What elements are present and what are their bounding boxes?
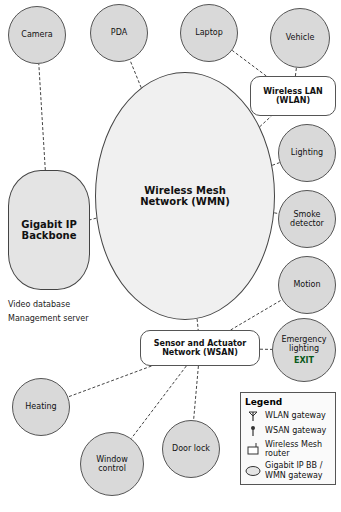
wireless-link bbox=[260, 116, 272, 127]
legend-title: Legend bbox=[245, 397, 331, 407]
wireless-link bbox=[68, 366, 151, 397]
legend-text: Wireless Mesh router bbox=[265, 440, 331, 458]
node-label: Window control bbox=[87, 455, 137, 473]
legend-text: WSAN gateway bbox=[265, 426, 326, 435]
device-circle: Vehicle bbox=[270, 8, 330, 68]
node-label: Motion bbox=[293, 280, 320, 289]
node-label: Camera bbox=[21, 30, 52, 39]
node-label: Heating bbox=[25, 402, 56, 411]
node-label: PDA bbox=[111, 28, 127, 37]
node-label: Door lock bbox=[172, 444, 210, 453]
wireless-link bbox=[232, 50, 266, 76]
wireless-link bbox=[231, 300, 282, 330]
device-circle: Motion bbox=[278, 256, 336, 314]
wlan-box: Wireless LAN (WLAN) bbox=[250, 76, 336, 116]
server-label: Video database bbox=[8, 300, 70, 309]
wireless-link bbox=[272, 163, 279, 166]
legend-symbol bbox=[245, 410, 261, 422]
legend-symbol bbox=[245, 443, 261, 455]
legend-symbol bbox=[245, 465, 261, 477]
node-label: Gigabit IP Backbone bbox=[17, 219, 81, 242]
wireless-link bbox=[39, 64, 46, 170]
device-circle: Heating bbox=[12, 378, 70, 436]
device-circle: Camera bbox=[8, 6, 66, 64]
wsan-box: Sensor and Actuator Network (WSAN) bbox=[140, 330, 260, 366]
node-label: Wireless LAN (WLAN) bbox=[256, 87, 330, 105]
node-label: Sensor and Actuator Network (WSAN) bbox=[146, 339, 254, 357]
legend-text: Gigabit IP BB / WMN gateway bbox=[265, 461, 331, 479]
device-circle: Smoke detector bbox=[278, 190, 336, 248]
device-circle: Window control bbox=[80, 432, 144, 496]
node-label: Laptop bbox=[195, 28, 223, 37]
legend-row: Wireless Mesh router bbox=[245, 440, 331, 458]
wireless-link bbox=[90, 218, 96, 220]
legend-text: WLAN gateway bbox=[265, 411, 326, 420]
server-label: Management server bbox=[8, 314, 89, 323]
backbone-cloud: Gigabit IP Backbone bbox=[8, 170, 90, 290]
legend-row: Gigabit IP BB / WMN gateway bbox=[245, 461, 331, 479]
node-label: Smoke detector bbox=[285, 210, 329, 228]
device-circle: Laptop bbox=[180, 4, 238, 62]
wireless-link bbox=[194, 366, 199, 420]
node-label: Vehicle bbox=[286, 33, 315, 42]
legend-row: WSAN gateway bbox=[245, 425, 331, 437]
wireless-link bbox=[260, 349, 272, 350]
node-label: Wireless Mesh Network (WMN) bbox=[138, 184, 232, 209]
mesh-network-region: Wireless Mesh Network (WMN) bbox=[95, 72, 275, 320]
node-label: Lighting bbox=[291, 148, 323, 157]
device-circle: Door lock bbox=[162, 420, 220, 478]
wireless-link bbox=[130, 60, 141, 88]
wireless-link bbox=[197, 319, 198, 330]
legend-row: WLAN gateway bbox=[245, 410, 331, 422]
sign-text: EXIT bbox=[294, 356, 314, 365]
device-circle: Emergency lightingEXIT bbox=[272, 318, 336, 382]
legend-box: LegendWLAN gatewayWSAN gatewayWireless M… bbox=[240, 392, 336, 485]
node-label: Emergency lighting bbox=[279, 335, 329, 353]
device-circle: PDA bbox=[90, 4, 148, 62]
legend-symbol bbox=[245, 425, 261, 437]
wireless-link bbox=[295, 68, 296, 76]
device-circle: Lighting bbox=[278, 124, 336, 182]
